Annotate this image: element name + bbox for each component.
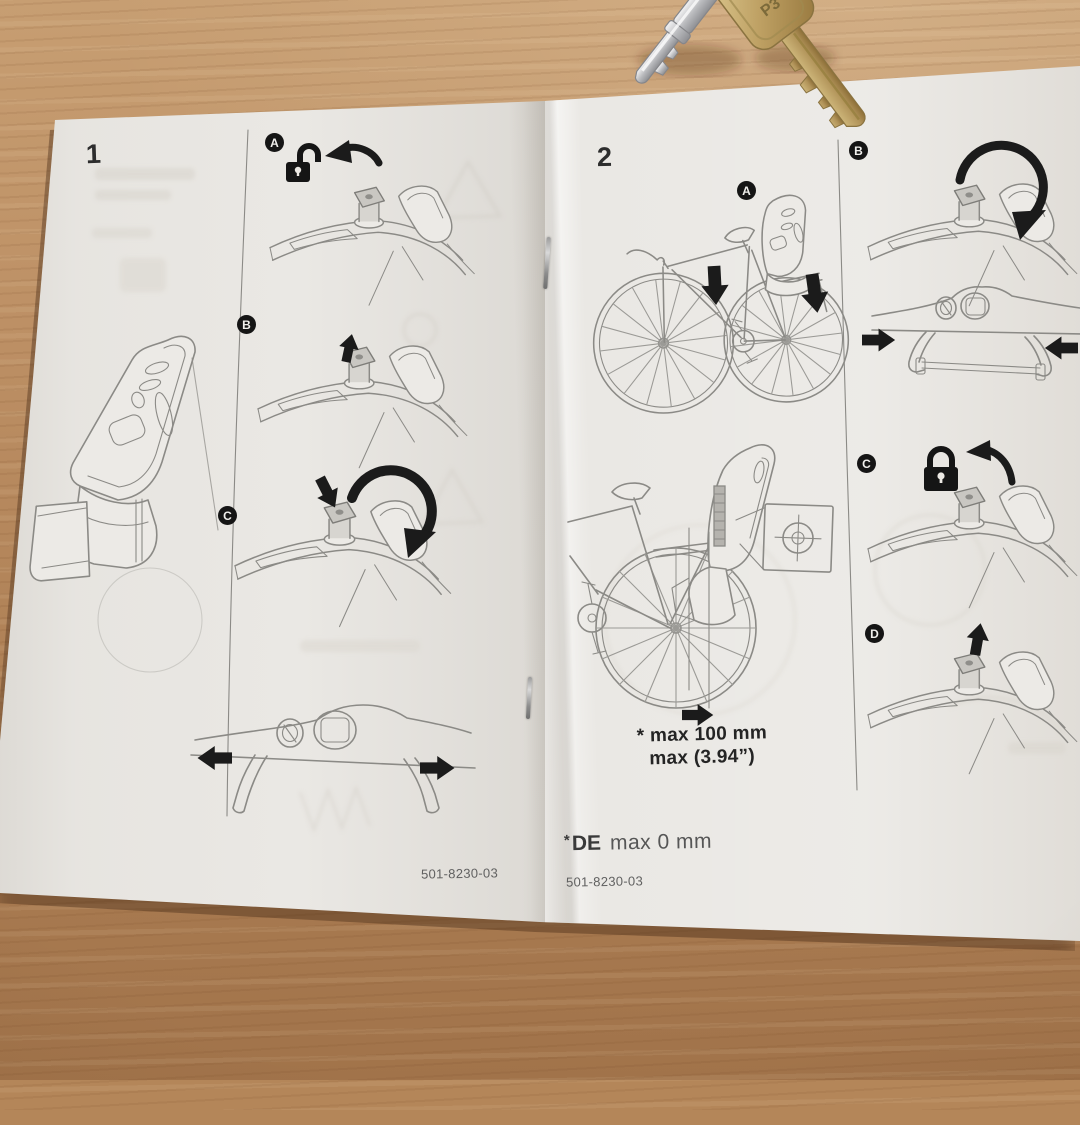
lock-icon (924, 446, 958, 491)
rack-knob-drawing-step-d-right (867, 651, 1078, 775)
instruction-booklet: 1 2 A B C A B C D * max 100 mm max (3.94… (0, 66, 1080, 941)
arrow-up-icon (963, 621, 992, 657)
step-badge-a-left: A (265, 133, 284, 152)
brass-key: P3 (709, 0, 866, 129)
step-badge-d-right: D (865, 624, 884, 643)
document-code-right: 501-8230-03 (565, 873, 644, 890)
instruction-line-art (29, 129, 1080, 834)
unlock-icon (286, 143, 321, 182)
bicycle-drawing-step-a (592, 194, 850, 414)
max-dimension-note: * max 100 mm max (3.94”) (636, 721, 768, 770)
rotate-counterclockwise-arrow-icon (325, 140, 383, 167)
rack-knob-drawing-step-c-left (234, 500, 452, 628)
right-page (545, 66, 1080, 941)
step-badge-c-left: C (218, 506, 237, 525)
arrow-left-icon (197, 746, 232, 770)
max-dimension-line2: max (3.94”) (649, 745, 756, 770)
left-page-divider (226, 129, 249, 817)
arrow-down-icon (700, 265, 730, 306)
arrow-left-icon (1044, 336, 1078, 360)
de-note-asterisk: * (563, 832, 570, 850)
crosshair-callout (762, 503, 834, 573)
rack-knob-drawing-step-b-left (257, 345, 468, 469)
right-page-divider (837, 139, 858, 791)
arrow-right-icon (862, 328, 896, 352)
de-exception-note: *DE max 0 mm (564, 830, 712, 857)
document-code-left: 501-8230-03 (420, 865, 499, 882)
silver-key (634, 0, 745, 84)
page-number-left: 1 (85, 138, 102, 170)
de-note-value: max 0 mm (609, 829, 713, 855)
page-number-right: 2 (596, 141, 613, 173)
bracket-top-view-right (871, 286, 1080, 381)
arrow-right-icon (420, 756, 455, 780)
rotate-counterclockwise-arrow-icon (966, 440, 1016, 486)
de-note-country-label: DE (571, 831, 602, 856)
bicycle-rear-measurement-drawing (567, 444, 834, 709)
child-seat-drawing (29, 335, 219, 673)
step-badge-b-left: B (237, 315, 256, 334)
rotate-clockwise-arrow-icon (347, 465, 437, 558)
max-dimension-line1: * max 100 mm (636, 722, 768, 747)
step-badge-a-right: A (737, 181, 756, 200)
rotate-clockwise-arrow-icon (955, 140, 1048, 240)
show-through-ghosts (92, 158, 1066, 834)
keys-on-desk: P3 (634, 0, 866, 129)
rack-knob-drawing-step-a-left (269, 185, 476, 306)
bracket-top-view-left (190, 704, 476, 814)
step-badge-c-right: C (857, 454, 876, 473)
step-badge-b-right: B (849, 141, 868, 160)
rack-knob-drawing-step-c-right (867, 485, 1078, 609)
